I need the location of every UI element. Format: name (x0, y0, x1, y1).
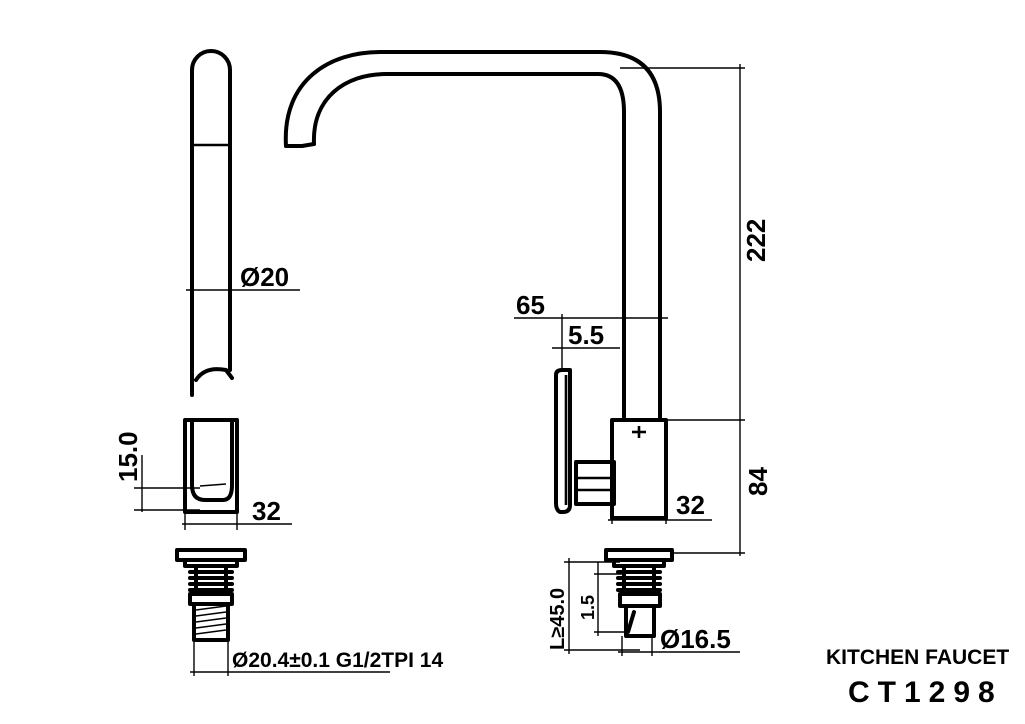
dim-thread-spec: Ø20.4±0.1 G1/2TPI 14 (232, 649, 443, 672)
front-lever-handle (554, 368, 572, 514)
dim-handle-height: 15.0 (113, 431, 143, 482)
dim-handle-reach: 65 (516, 290, 545, 320)
side-handle-mark (199, 483, 227, 487)
model-number: CT1298 (848, 676, 1003, 709)
side-handle (190, 418, 234, 502)
dim-height-lower: 84 (743, 467, 773, 496)
front-shank (616, 564, 662, 638)
side-shank (188, 564, 234, 642)
dim-shank-diameter: Ø16.5 (660, 624, 731, 654)
front-view: 222 84 65 5.5 32 L≥45.0 1.5 Ø16.5 (283, 50, 773, 656)
dim-shank-step: 1.5 (578, 595, 598, 620)
front-lever-stem (574, 460, 616, 506)
dim-handle-offset: 5.5 (568, 320, 604, 350)
front-spout-inner (311, 72, 626, 422)
dim-height-upper: 222 (741, 219, 771, 262)
side-body (183, 418, 239, 514)
side-spout-tube (190, 49, 232, 397)
side-view: Ø20 15.0 32 Ø20.4±0.1 G1/2TPI 14 (113, 49, 443, 676)
dim-spout-diameter: Ø20 (240, 262, 289, 292)
front-spout-tip-edge (300, 142, 316, 148)
dim-shank-length: L≥45.0 (547, 588, 569, 650)
product-name: KITCHEN FAUCET (826, 646, 1009, 669)
dim-body-width-right: 32 (676, 490, 705, 520)
dim-body-width-left: 32 (252, 496, 281, 526)
side-spout-base (194, 367, 234, 382)
front-spout-outer (283, 50, 662, 422)
title-block: KITCHEN FAUCET CT1298 (826, 646, 1009, 709)
